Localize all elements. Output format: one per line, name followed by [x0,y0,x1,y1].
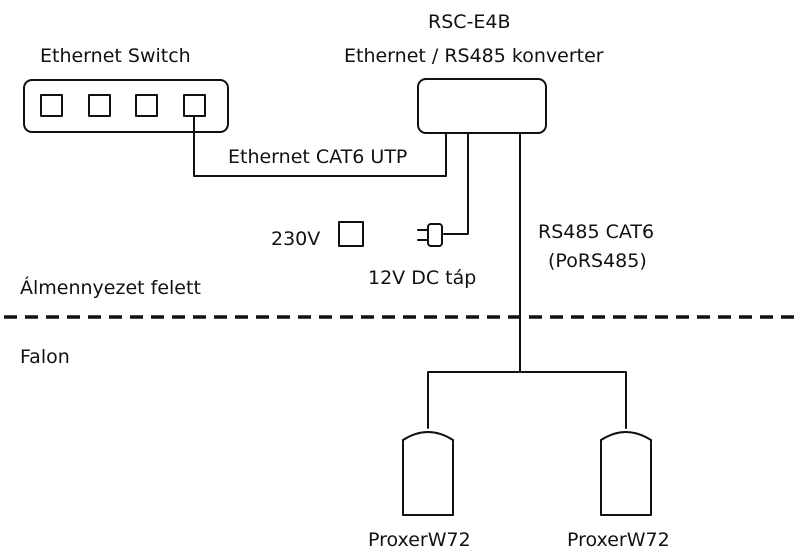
switch-port-connected [183,94,206,117]
switch-port [135,94,158,117]
converter-model: RSC-E4B [428,11,511,33]
ethernet-cable [193,115,447,177]
converter-description: Ethernet / RS485 konverter [344,45,604,67]
reader-device [600,431,652,516]
rs485-cable-sublabel: (PoRS485) [548,250,647,272]
switch-label: Ethernet Switch [40,45,191,67]
adapter-label: 12V DC táp [368,267,476,289]
reader-label: ProxerW72 [567,529,670,551]
reader-device [402,431,454,516]
rs485-cable-label: RS485 CAT6 [538,221,654,243]
dc-adapter [427,223,443,247]
dc-adapter-prongs [417,229,429,241]
ethernet-switch [23,79,229,133]
switch-port [40,94,63,117]
ethernet-cable-label: Ethernet CAT6 UTP [228,146,407,168]
rs485-converter [417,78,547,134]
reader-branch-cable [427,371,627,429]
dc-power-cable [443,132,469,235]
switch-port [88,94,111,117]
power-outlet [338,221,364,247]
reader-label: ProxerW72 [368,529,471,551]
zone-above-label: Álmennyezet felett [20,276,201,299]
zone-below-label: Falon [20,346,70,368]
outlet-label: 230V [271,228,320,250]
